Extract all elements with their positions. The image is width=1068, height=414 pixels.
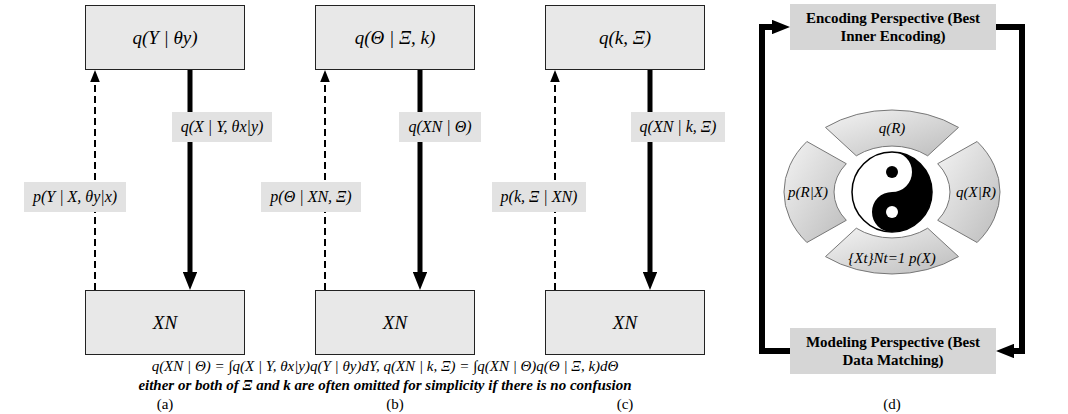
ring-label: q(R) [879,120,906,137]
ring-segment [938,142,1000,243]
panel-caption: (c) [617,396,634,412]
node-text: q(k, Ξ) [599,27,651,49]
solid-arrow [996,27,1022,351]
panel-caption: (b) [386,396,404,412]
node-text: Modeling Perspective (Best Data Matching… [805,333,981,369]
data-box: XN [315,290,475,355]
ring-label: q(X|R) [956,184,996,200]
panel-caption: (c) [617,396,634,412]
edge-label-patch: p(Θ | XN, Ξ) [261,182,360,212]
edge-label: q(XN | k, Ξ) [640,118,717,135]
ring-segment [826,228,959,274]
yin-yang-dot [886,206,898,218]
ring-label: p(R|X) [788,184,828,200]
perspective-box: Modeling Perspective (Best Data Matching… [790,328,996,374]
node-text: XN [613,312,637,334]
yin-yang-symbol [872,152,932,232]
node-text: q(Θ | Ξ, k) [355,27,436,49]
data-box: XN [545,290,705,355]
edge-label-patch: q(X | Y, θx|y) [172,112,273,142]
solid-arrow [648,70,653,272]
data-box: XN [85,290,245,355]
yin-yang-symbol [852,152,932,232]
edge-label-patch: p(k, Ξ | XN) [492,182,587,212]
node-text: XN [383,312,407,334]
solid-arrow [188,70,193,272]
panel-caption: (a) [157,396,174,412]
ring-label: q(X|R) [956,184,996,201]
edge-label-patch: p(Y | X, θy|x) [24,182,126,212]
ring-label: {Xt}Nt=1 p(X) [848,250,936,266]
ring-label: p(R|X) [788,184,828,201]
model-box: q(Y | θy) [85,5,245,70]
ring-segment [826,110,959,156]
edge-label-patch: q(XN | k, Ξ) [631,112,726,142]
edge-label: q(XN | Θ) [408,118,471,135]
formula-text: q(XN | Θ) = ∫q(X | Y, θx|y)q(Y | θy)dY, … [152,358,619,375]
formula-text: q(XN | Θ) = ∫q(X | Y, θx|y)q(Y | θy)dY, … [152,358,619,374]
model-box: q(Θ | Ξ, k) [315,5,475,70]
perspective-box: Encoding Perspective (Best Inner Encodin… [790,4,996,50]
note-text: either or both of Ξ and k are often omit… [138,377,631,394]
panel-caption: (d) [883,396,901,412]
note-text: either or both of Ξ and k are often omit… [138,377,631,393]
solid-arrow [762,27,790,351]
ring-label: q(R) [879,120,906,136]
ring-segment [784,142,846,243]
model-box: q(k, Ξ) [545,5,705,70]
edge-label: p(Y | X, θy|x) [33,188,117,205]
panel-caption: (b) [386,396,404,412]
edge-label: q(X | Y, θx|y) [181,118,264,135]
panel-caption: (d) [883,396,901,412]
yin-yang-dot [886,166,898,178]
edge-label-patch: q(XN | Θ) [399,112,480,142]
panel-caption: (a) [157,396,174,412]
solid-arrow [418,70,423,272]
edge-label: p(Θ | XN, Ξ) [270,188,351,205]
ring-label: {Xt}Nt=1 p(X) [848,250,936,267]
node-text: XN [153,312,177,334]
edge-label: p(k, Ξ | XN) [501,188,578,205]
node-text: q(Y | θy) [132,27,197,49]
node-text: Encoding Perspective (Best Inner Encodin… [805,9,981,45]
